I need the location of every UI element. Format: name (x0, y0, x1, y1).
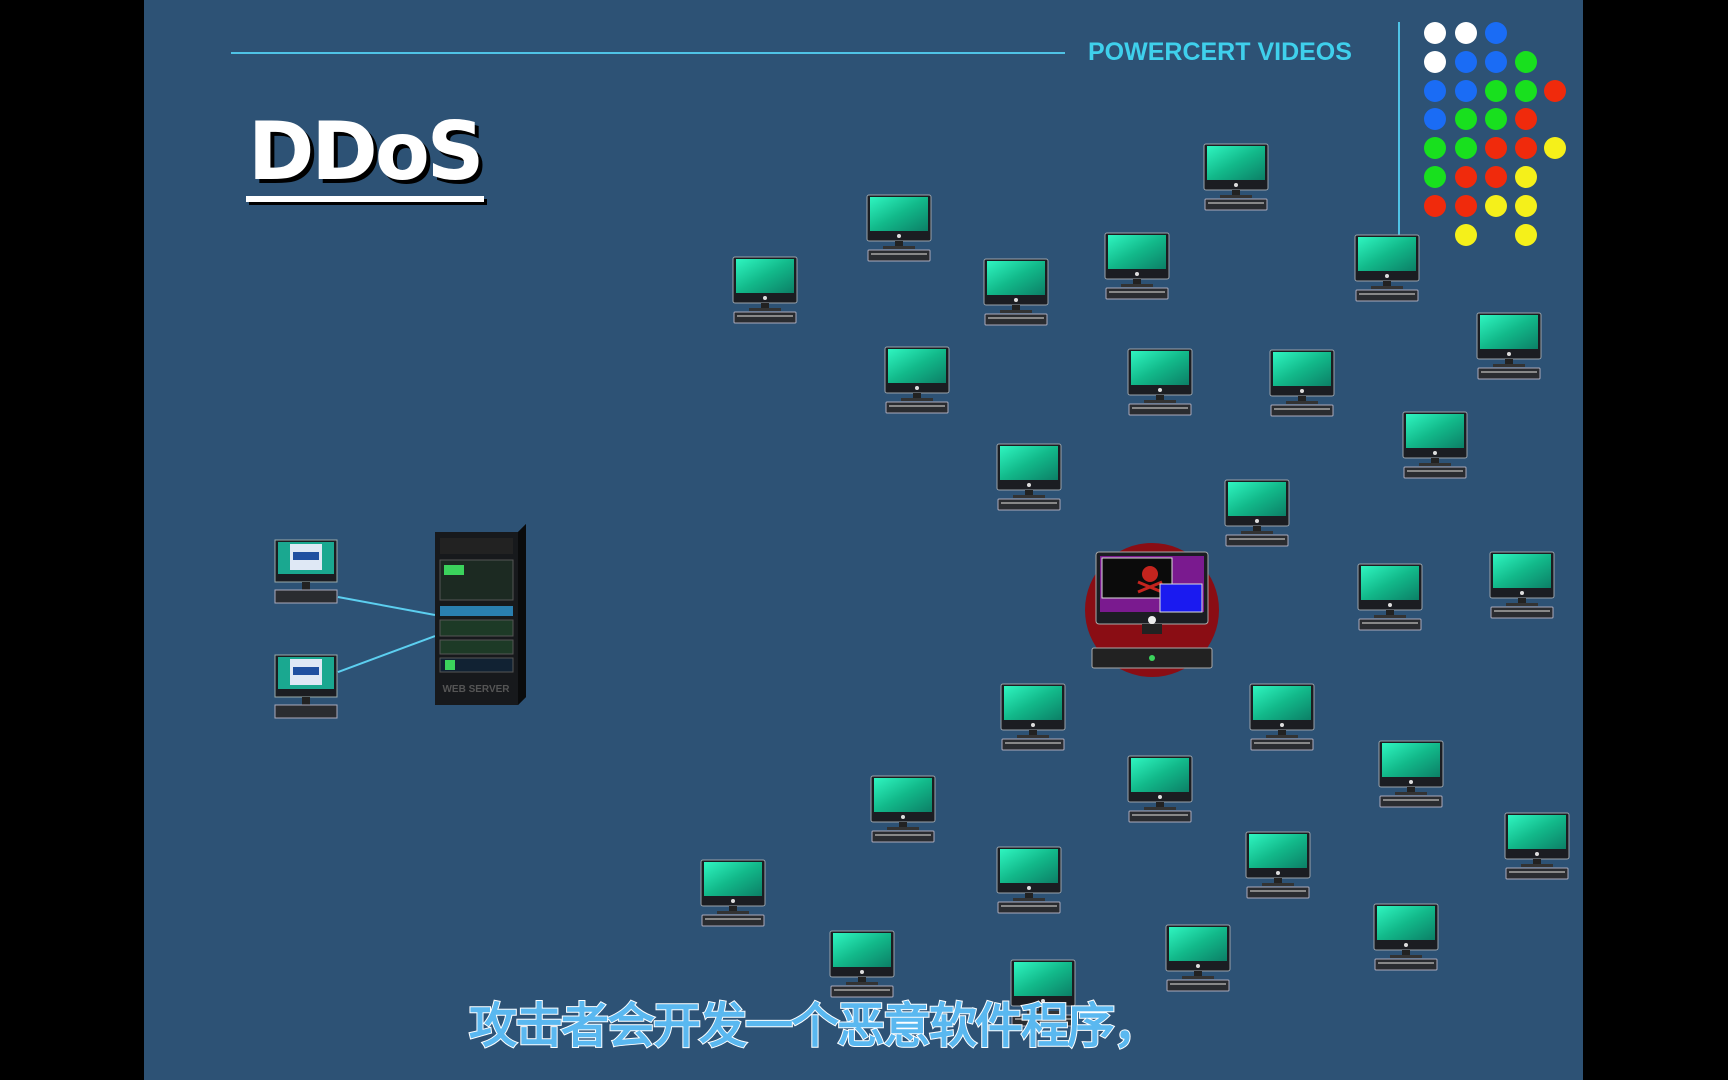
brand-label: POWERCERT VIDEOS (1088, 38, 1352, 66)
bot-computer (866, 194, 932, 262)
logo-dot (1515, 195, 1537, 217)
bot-computer (1245, 831, 1311, 899)
logo-dot (1455, 166, 1477, 188)
bot-computer (1489, 551, 1555, 619)
logo-dot (1515, 108, 1537, 130)
bot-computer (1203, 143, 1269, 211)
bot-computer (700, 859, 766, 927)
logo-dot (1485, 166, 1507, 188)
bot-computer (732, 256, 798, 324)
bot-computer (1378, 740, 1444, 808)
bot-computer (884, 346, 950, 414)
logo-dot (1455, 224, 1477, 246)
logo-dot (1455, 80, 1477, 102)
logo-dot (1544, 137, 1566, 159)
logo-dot (1424, 80, 1446, 102)
video-frame (144, 0, 1583, 1080)
bot-computer (1104, 232, 1170, 300)
header-rule (231, 52, 1065, 54)
logo-dot (1515, 224, 1537, 246)
logo-dot (1424, 108, 1446, 130)
bot-computer (1127, 755, 1193, 823)
logo-dot (1515, 51, 1537, 73)
bot-computer (1127, 348, 1193, 416)
bot-computer (1000, 683, 1066, 751)
slide-title: DDoS (248, 105, 484, 198)
bot-computer (996, 846, 1062, 914)
logo-dot (1515, 166, 1537, 188)
logo-dot (1455, 51, 1477, 73)
bot-computer (1224, 479, 1290, 547)
subtitle-caption: 攻击者会开发一个恶意软件程序， (468, 997, 1162, 1055)
client-computer (274, 539, 338, 604)
logo-dot (1424, 137, 1446, 159)
logo-dot (1485, 80, 1507, 102)
skull-icon (1137, 566, 1163, 594)
bot-computer (996, 443, 1062, 511)
server-label: WEB SERVER (442, 684, 510, 695)
logo-dot (1424, 22, 1446, 44)
bot-computer (1504, 812, 1570, 880)
title-underline (246, 196, 484, 202)
bot-computer (1402, 411, 1468, 479)
logo-dot (1515, 137, 1537, 159)
logo-dot (1455, 22, 1477, 44)
connection-line (337, 596, 436, 616)
client-computer (274, 654, 338, 719)
logo-dot (1455, 108, 1477, 130)
logo-dot (1455, 137, 1477, 159)
bot-computer (1269, 349, 1335, 417)
logo-dot (1424, 166, 1446, 188)
bot-computer (983, 258, 1049, 326)
logo-dot (1485, 195, 1507, 217)
logo-dot (1485, 137, 1507, 159)
bot-computer (870, 775, 936, 843)
bot-computer (1373, 903, 1439, 971)
bot-computer (1357, 563, 1423, 631)
logo-dot (1544, 80, 1566, 102)
logo-dot (1455, 195, 1477, 217)
logo-dot (1424, 195, 1446, 217)
logo-dot (1424, 51, 1446, 73)
logo-dot (1485, 22, 1507, 44)
logo-dot (1515, 80, 1537, 102)
logo-divider (1398, 22, 1400, 237)
logo-dot (1485, 51, 1507, 73)
bot-computer (1249, 683, 1315, 751)
web-server: WEB SERVER (435, 524, 526, 705)
connection-line (337, 635, 436, 673)
bot-computer (1165, 924, 1231, 992)
bot-computer (1476, 312, 1542, 380)
logo-dot (1485, 108, 1507, 130)
bot-computer (1354, 234, 1420, 302)
attacker-computer (1085, 543, 1219, 677)
